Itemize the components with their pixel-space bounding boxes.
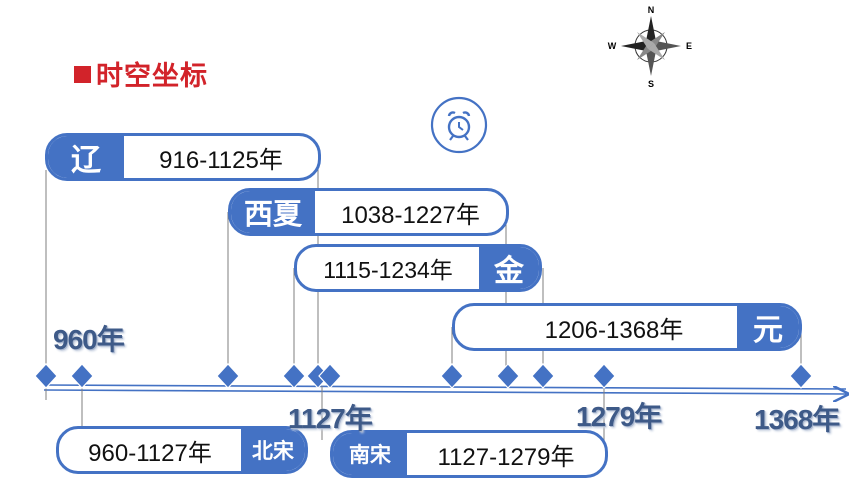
timeline-axis [43, 384, 846, 394]
diamond-marker-icon [318, 363, 342, 389]
period-name: 西夏 [231, 191, 315, 233]
year-label: 1368年 [754, 404, 840, 435]
diamond-marker-icon [496, 363, 520, 389]
period-name: 元 [737, 306, 799, 348]
period-name: 辽 [48, 136, 124, 178]
diamond-marker-icon [531, 363, 555, 389]
red-square-bullet-icon [74, 66, 91, 83]
period-range: 1127-1279年 [437, 443, 575, 471]
year-label: 1279年 [576, 401, 662, 432]
period-range: 1206-1368年 [544, 316, 684, 344]
page-title-text: 时空坐标 [96, 61, 208, 92]
diamond-marker-icon [440, 363, 464, 389]
period-name: 北宋 [241, 429, 305, 471]
diamond-marker-icon [34, 363, 58, 389]
compass-label-n: N [648, 5, 655, 15]
compass-rose-icon: N S E W [608, 5, 692, 89]
diamond-markers [34, 363, 813, 389]
period-jin: 1115-1234年 金 [294, 244, 542, 292]
period-name: 金 [479, 247, 539, 289]
diamond-marker-icon [216, 363, 240, 389]
period-xixia: 西夏 1038-1227年 [228, 188, 509, 236]
period-beisong: 960-1127年 北宋 [56, 426, 308, 474]
diamond-marker-icon [282, 363, 306, 389]
period-nansong: 南宋 1127-1279年 [330, 430, 608, 478]
compass-label-e: E [686, 41, 692, 51]
alarm-clock-icon [430, 96, 488, 154]
compass-label-w: W [608, 41, 617, 51]
period-range: 1115-1234年 [323, 257, 453, 283]
year-label: 1127年 [288, 403, 373, 434]
period-range: 916-1125年 [159, 146, 283, 174]
period-name: 南宋 [333, 433, 407, 475]
period-yuan: 1206-1368年 元 [452, 303, 802, 351]
period-liao: 辽 916-1125年 [45, 133, 321, 181]
year-label: 960年 [53, 324, 125, 355]
compass-label-s: S [648, 79, 654, 89]
period-range: 1038-1227年 [341, 201, 480, 229]
diamond-marker-icon [70, 363, 94, 389]
diamond-marker-icon [592, 363, 616, 389]
period-range: 960-1127年 [88, 439, 212, 467]
diamond-marker-icon [789, 363, 813, 389]
page-title: 时空坐标 [74, 54, 208, 93]
